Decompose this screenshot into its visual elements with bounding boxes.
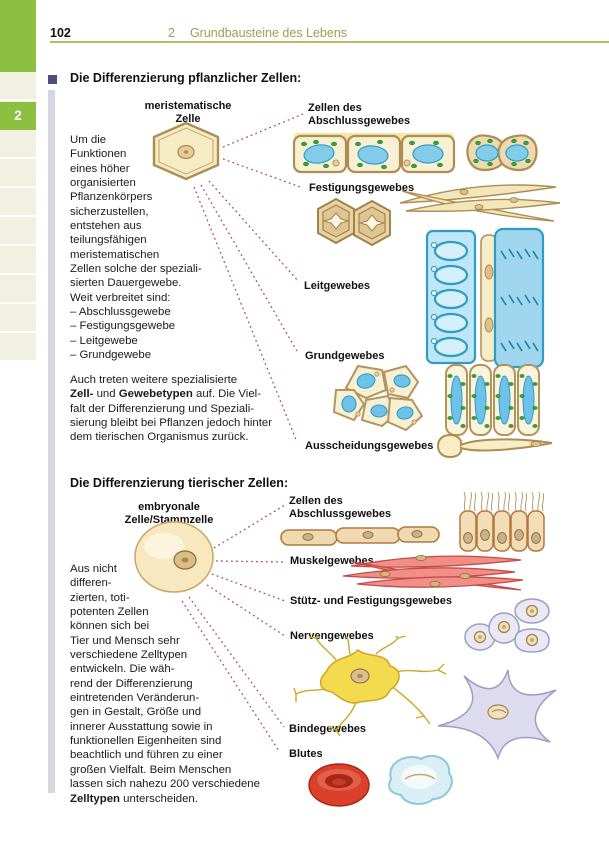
label-abschlussgewebe-animal: Zellen des Abschlussgewebes xyxy=(289,495,392,520)
header-rule xyxy=(50,41,609,43)
animal-body-paragraph: Aus nicht differen- zierten, toti- poten… xyxy=(70,563,260,805)
label-muskelgewebe: Muskelgewebes xyxy=(290,555,374,567)
plant-outro-paragraph: Auch treten weitere spezialisierte Zell-… xyxy=(70,374,273,444)
chapter-tab: 2 xyxy=(0,102,36,130)
label-grundgewebe: Grundgewebes xyxy=(305,350,385,362)
label-blut: Blutes xyxy=(289,748,323,760)
page-number: 102 xyxy=(50,26,71,40)
margin-green-block xyxy=(0,0,36,72)
chapter-title: Grundbausteine des Lebens xyxy=(189,26,348,40)
cartilage-cells-illustration xyxy=(464,598,550,653)
muscle-cells-illustration xyxy=(343,554,524,591)
sclerenchyma-fibres-illustration xyxy=(317,184,560,247)
parenchyma-palisade-illustration xyxy=(332,364,540,436)
erythrocyte-illustration xyxy=(308,763,370,807)
section-bullet xyxy=(48,75,57,84)
chapter-header: 2 Grundbausteine des Lebens xyxy=(168,26,347,40)
flat-epithelium-illustration xyxy=(280,526,440,546)
bold-gewebetypen: Gewebetypen xyxy=(118,388,193,401)
neuron-illustration xyxy=(293,636,447,737)
label-abschlussgewebe-plant: Zellen des Abschlussgewebes xyxy=(308,102,411,127)
label-ausscheidungsgewebe: Ausscheidungsgewebes xyxy=(305,440,434,452)
bold-zell: Zell- xyxy=(70,388,94,401)
label-stuetz-festigungsgewebe: Stütz- und Festigungsgewebes xyxy=(290,595,452,607)
label-leitgewebe: Leitgewebes xyxy=(304,280,371,292)
secretory-cell-illustration xyxy=(436,433,553,459)
plant-intro-paragraph: Um die Funktionen eines höher organisier… xyxy=(70,134,202,362)
fibrocyte-illustration xyxy=(437,669,557,761)
stem-cell-caption: embryonale Zelle/Stammzelle xyxy=(124,501,214,526)
xylem-vessels-illustration xyxy=(425,227,545,369)
chapter-number: 2 xyxy=(168,26,175,40)
animal-body-text: Aus nicht differen- zierten, toti- poten… xyxy=(70,563,260,791)
epidermis-stomata-illustration xyxy=(292,133,538,174)
label-bindegewebe: Bindegewebes xyxy=(289,723,367,735)
bold-zelltypen: Zelltypen xyxy=(70,792,121,805)
label-nervengewebe: Nervengewebes xyxy=(290,630,374,642)
plant-section-heading: Die Differenzierung pflanzlicher Zellen: xyxy=(70,71,302,85)
stem-cell-illustration xyxy=(134,521,214,593)
ciliated-epithelium-illustration xyxy=(459,491,545,552)
leukocyte-illustration xyxy=(388,754,453,805)
label-festigungsgewebe: Festigungsgewebes xyxy=(309,182,415,194)
plant-outro-text: Auch treten weitere spezialisierte xyxy=(70,374,238,386)
animal-section-heading: Die Differenzierung tierischer Zellen: xyxy=(70,476,289,490)
meristematic-cell-illustration xyxy=(152,122,220,181)
section-side-bar xyxy=(48,90,55,793)
meristematic-cell-caption: meristematische Zelle xyxy=(144,100,232,125)
